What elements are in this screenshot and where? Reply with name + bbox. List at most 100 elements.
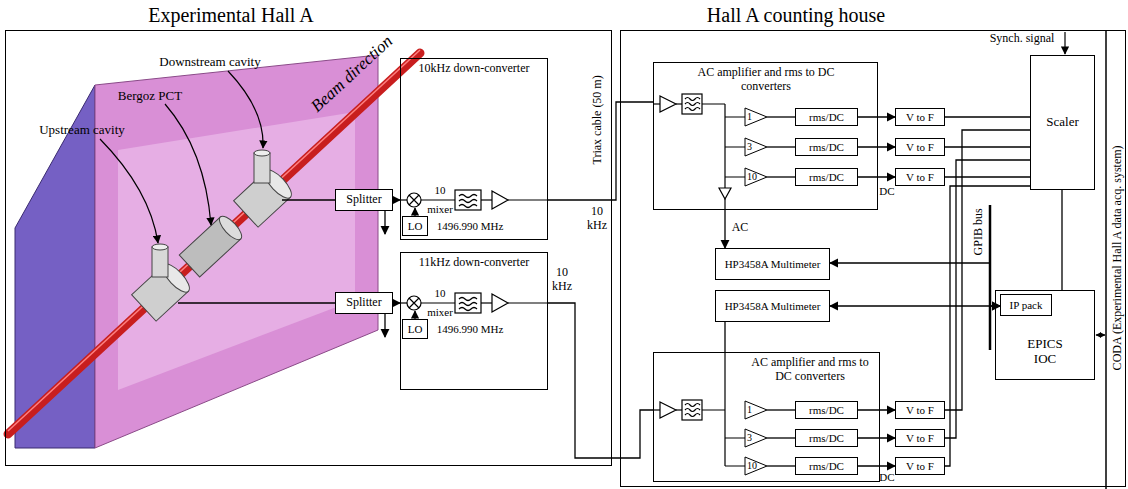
drawing-part (100, 139, 158, 243)
module-box: AC amplifier and rms to DC converters131… (653, 62, 878, 210)
signal-connector (858, 409, 895, 410)
drawing-part (8, 50, 420, 431)
box-label: rms/DC (809, 432, 844, 445)
signal-connector (858, 465, 895, 466)
device-box: V to F (895, 108, 945, 126)
text-label: CODA (Experimental Hall A data acq. syst… (1110, 146, 1124, 371)
signal-connector (945, 186, 1030, 466)
label-holder: Bergoz PCT (118, 89, 182, 104)
device-box: V to F (895, 429, 945, 447)
device-box: V to F (895, 168, 945, 186)
box-label: 10 (745, 171, 757, 183)
device-box: Splitter (335, 189, 393, 211)
box-label: rms/DC (809, 111, 844, 124)
cavity-stub (152, 244, 168, 277)
text-label: Triax cable (50 m) (591, 75, 605, 164)
down-converter-chain (400, 190, 548, 216)
text-label: Downstream cavity (159, 55, 260, 70)
drawing-part (152, 244, 168, 250)
area-panel: Hall A counting houseAC amplifier and rm… (620, 30, 1126, 487)
drawing-part (508, 199, 548, 200)
signal-connector (830, 263, 1000, 306)
drawing-part (421, 199, 455, 200)
drawing-part (682, 400, 702, 420)
box-label: IP pack (1010, 299, 1043, 312)
device-box: LO (402, 216, 428, 236)
signal-wires (178, 200, 385, 337)
label-holder: Upstream cavity (39, 123, 125, 138)
drawing-part (685, 98, 700, 111)
signal-connector (767, 116, 795, 117)
box-label: LO (408, 323, 423, 336)
drawing-part (228, 71, 263, 148)
leader-lines (100, 71, 263, 243)
label-holder: mixer (427, 306, 453, 319)
text-label: GPIB bus (972, 208, 986, 255)
box-label: rms/DC (809, 171, 844, 184)
amplifier-outline (745, 168, 767, 186)
drawing-part (407, 193, 421, 207)
drawing-part (409, 195, 419, 205)
beam-pipe (8, 53, 420, 434)
drawing-part (455, 190, 481, 210)
label-holder: 10 kHz (550, 266, 574, 294)
signal-connector (945, 146, 1030, 147)
text-label: DC (879, 185, 894, 198)
box-label: rms/DC (809, 460, 844, 473)
box-label: 3 (745, 141, 752, 153)
label-holder: 10 (435, 184, 446, 197)
signal-connector (858, 146, 895, 147)
device-box: rms/DC (795, 138, 858, 156)
drawing-part (1064, 32, 1065, 54)
box-label: 3 (745, 432, 752, 444)
drawing-part (400, 293, 548, 319)
device-box: LO (402, 319, 428, 339)
box-label: rms/DC (809, 141, 844, 154)
bus-lines (990, 30, 1106, 489)
text-label: 10 kHz (550, 266, 574, 294)
text-label: AC (732, 221, 749, 235)
amplifier-outline (745, 401, 767, 419)
drawing-part (685, 404, 700, 417)
amplifier-outline (745, 108, 767, 126)
amplifier-symbol: 10 (745, 457, 767, 475)
label-holder: 10 kHz (585, 205, 609, 233)
device-box: rms/DC (795, 429, 858, 447)
device-box: IP pack (1000, 294, 1052, 316)
device-box: HP3458A Multimeter (715, 248, 830, 280)
label-holder: 1496.990 MHz (437, 220, 504, 233)
text-label: 10 (435, 184, 446, 197)
box-label: V to F (906, 111, 934, 124)
signal-connector (767, 437, 795, 438)
signal-connector (724, 322, 725, 352)
amplifier-outline (745, 429, 767, 447)
cavity-stub (254, 150, 270, 183)
amplifier-symbol: 1 (745, 401, 767, 419)
drawing-part (676, 409, 682, 410)
module-title: AC amplifier and rms to DC converters (742, 353, 878, 384)
signal-connector (767, 146, 795, 147)
signal-connector (830, 305, 1000, 306)
text-label: 10 (435, 287, 446, 300)
box-label: Splitter (346, 193, 381, 207)
box-label: EPICS IOC (1020, 337, 1070, 367)
drawing-part (660, 402, 676, 418)
label-holder: Synch. signal (990, 32, 1055, 46)
amplifier-outline (745, 457, 767, 475)
pct-monitor (179, 213, 245, 277)
ioc-box: EPICS IOC IP pack (995, 290, 1095, 380)
signal-connector (945, 130, 1030, 410)
drawing-part (254, 153, 270, 183)
label-holder: DC (879, 185, 894, 198)
signal-connector (945, 116, 1030, 117)
drawing-part (282, 199, 335, 200)
shield-block (15, 55, 378, 448)
drawing-part (414, 208, 415, 216)
device-box: V to F (895, 457, 945, 475)
drawing-part (492, 191, 508, 209)
drawing-part (178, 302, 335, 303)
box-label: V to F (906, 171, 934, 184)
device-box: V to F (895, 401, 945, 419)
label-holder: Triax cable (50 m) (591, 75, 605, 164)
